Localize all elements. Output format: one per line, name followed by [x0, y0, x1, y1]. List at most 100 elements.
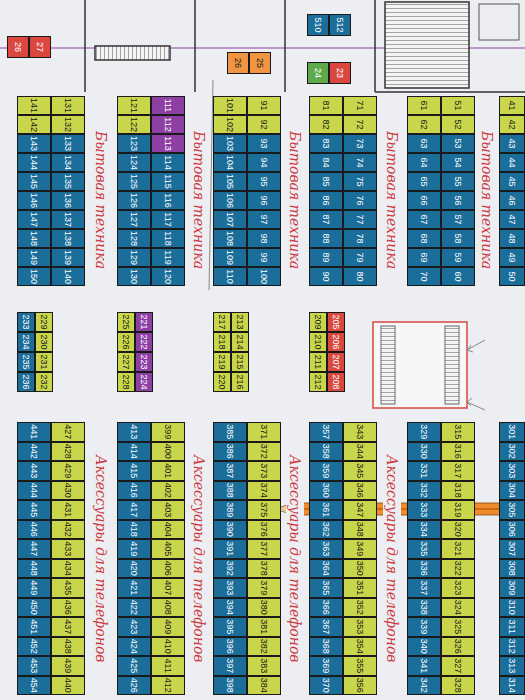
stall-box: 26: [227, 52, 249, 74]
stall-number: 357: [322, 424, 331, 439]
stall-number: 440: [64, 678, 73, 693]
stall-number: 66: [420, 195, 429, 205]
stall-number: 51: [454, 100, 463, 110]
stall-box: 74: [343, 153, 377, 172]
stall-box: 362: [309, 520, 343, 540]
stall-box: 414: [117, 442, 151, 462]
stall-number: 307: [508, 541, 517, 556]
stall-box: 68: [407, 229, 441, 248]
stall-box: 396: [213, 637, 247, 657]
stall-box: 72: [343, 115, 377, 134]
stall-number: 76: [356, 195, 365, 205]
stall-box: 52: [441, 115, 475, 134]
pencil-marks: [209, 80, 485, 410]
stall-box: 404: [151, 520, 185, 540]
stall-number: 394: [226, 600, 235, 615]
stall-number: 323: [454, 580, 463, 595]
stall-number: 58: [454, 233, 463, 243]
stall-box: 412: [151, 676, 185, 696]
stall-box: 149: [17, 248, 51, 267]
stall-number: 302: [508, 444, 517, 459]
stall-number: 393: [226, 580, 235, 595]
stall-number: 441: [30, 424, 39, 439]
stall-box: 211: [309, 352, 327, 372]
stall-number: 75: [356, 176, 365, 186]
stall-number: 353: [356, 619, 365, 634]
stall-number: 321: [454, 541, 463, 556]
stall-number: 119: [164, 250, 173, 264]
stall-box: 383: [247, 656, 281, 676]
stall-box: 407: [151, 578, 185, 598]
stall-box: 60: [441, 267, 475, 286]
stall-number: 314: [508, 678, 517, 693]
stall-box: 402: [151, 481, 185, 501]
stall-box: 329: [407, 422, 441, 442]
stall-box: 399: [151, 422, 185, 442]
stall-number: 390: [226, 522, 235, 537]
stall-number: 93: [260, 138, 269, 148]
stall-number: 64: [420, 157, 429, 167]
stall-number: 137: [64, 212, 73, 227]
stall-number: 117: [164, 212, 173, 226]
stall-box: 306: [499, 520, 525, 540]
stall-box: 313: [499, 656, 525, 676]
stall-box: 24: [307, 62, 329, 84]
stall-number: 420: [130, 561, 139, 576]
stall-box: 353: [343, 617, 377, 637]
stall-box: 82: [309, 115, 343, 134]
stall-number: 391: [226, 541, 235, 556]
stall-box: 330: [407, 442, 441, 462]
stall-number: 130: [130, 269, 139, 284]
stall-number: 360: [322, 483, 331, 498]
stall-number: 411: [164, 659, 173, 673]
stall-number: 231: [40, 354, 49, 369]
stall-box: 376: [247, 520, 281, 540]
stall-box: 144: [17, 153, 51, 172]
stall-box: 117: [151, 210, 185, 229]
stall-box: 357: [309, 422, 343, 442]
stall-number: 403: [164, 502, 173, 517]
stall-box: 78: [343, 229, 377, 248]
stall-number: 42: [508, 119, 517, 129]
stall-number: 123: [130, 136, 139, 151]
stall-number: 86: [322, 195, 331, 205]
stall-box: 448: [17, 559, 51, 579]
stall-number: 410: [164, 639, 173, 654]
stall-box: 349: [343, 539, 377, 559]
stall-box: 452: [17, 637, 51, 657]
stall-box: 45: [499, 172, 525, 191]
stall-box: 76: [343, 191, 377, 210]
stall-box: 341: [407, 656, 441, 676]
stall-box: 352: [343, 598, 377, 618]
stall-box: 44: [499, 153, 525, 172]
stall-box: 337: [407, 578, 441, 598]
stall-number: 386: [226, 444, 235, 459]
stall-box: 23: [329, 62, 351, 84]
stall-box: 108: [213, 229, 247, 248]
stall-box: 417: [117, 500, 151, 520]
stall-number: 438: [64, 639, 73, 654]
stall-box: 141: [17, 96, 51, 115]
stall-box: 378: [247, 559, 281, 579]
stall-box: 47: [499, 210, 525, 229]
stall-box: 373: [247, 461, 281, 481]
stall-box: 388: [213, 481, 247, 501]
stall-box: 213: [231, 312, 249, 332]
stall-box: 389: [213, 500, 247, 520]
aisle-label: Бытовая техника: [383, 128, 401, 272]
stall-number: 329: [420, 424, 429, 439]
stall-number: 385: [226, 424, 235, 439]
stall-number: 131: [64, 98, 73, 113]
stall-box: 131: [51, 96, 85, 115]
stall-number: 69: [420, 252, 429, 262]
stall-number: 44: [508, 157, 517, 167]
stall-box: 446: [17, 520, 51, 540]
stall-box: 435: [51, 578, 85, 598]
stall-number: 423: [130, 619, 139, 634]
stall-number: 380: [260, 600, 269, 615]
stall-box: 359: [309, 461, 343, 481]
stall-number: 375: [260, 502, 269, 517]
stall-box: 128: [117, 229, 151, 248]
stall-number: 99: [260, 252, 269, 262]
stall-number: 46: [508, 195, 517, 205]
